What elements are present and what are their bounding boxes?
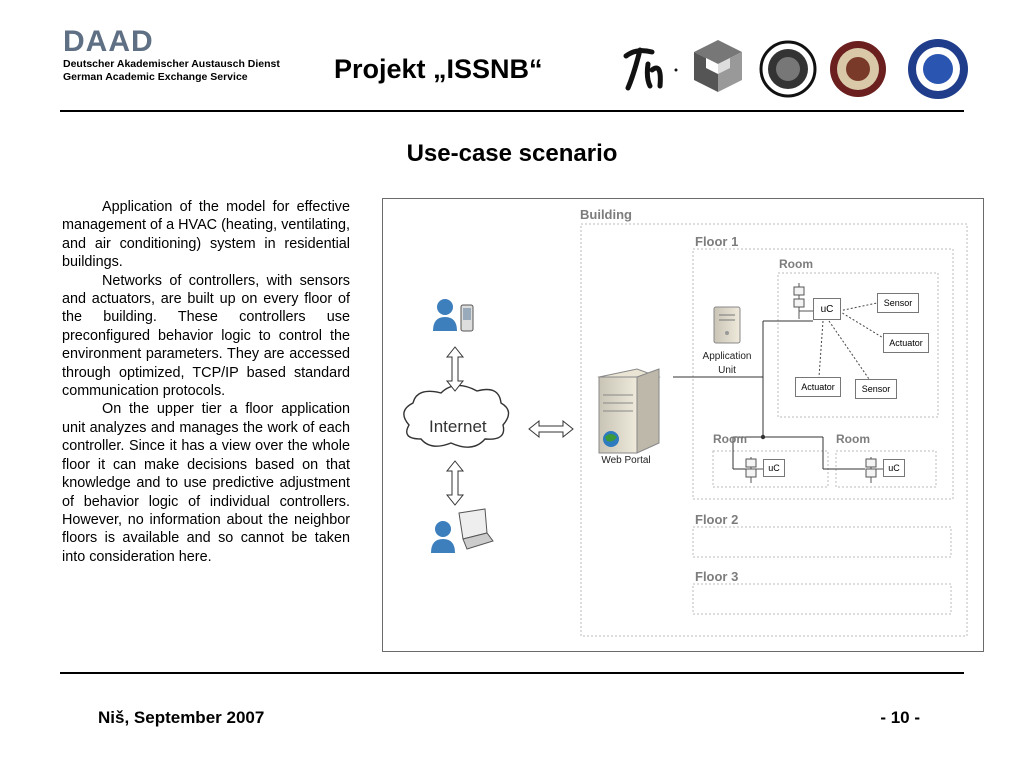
arrow-user-internet <box>445 346 465 392</box>
university-seal-1 <box>759 40 817 98</box>
sensor-symbol-left <box>745 457 763 483</box>
floor3-label: Floor 3 <box>695 569 739 584</box>
description-text: Application of the model for effective m… <box>62 198 350 566</box>
floor3-box <box>692 583 952 615</box>
sensor-symbol-right <box>865 457 883 483</box>
internet-label: Internet <box>429 417 487 436</box>
daad-logo: DAAD <box>63 25 154 58</box>
daad-name-en: German Academic Exchange Service <box>63 70 248 83</box>
floor2-box <box>692 526 952 558</box>
arrow-internet-portal <box>528 419 574 439</box>
user-pda-icon <box>433 299 474 332</box>
internet-cloud <box>403 384 510 448</box>
footer-location-date: Niš, September 2007 <box>98 708 265 727</box>
page-number: - 10 - <box>880 708 920 727</box>
diagram-lines <box>403 223 968 637</box>
actuator-box-bottom: Actuator <box>795 377 841 397</box>
floor1-box <box>692 248 954 500</box>
architecture-diagram: Building Floor 1 Room Room Room Floor 2 … <box>382 198 984 652</box>
building-label: Building <box>580 207 632 222</box>
tu-logo <box>623 47 678 91</box>
cube-logo <box>694 40 742 92</box>
daad-logo-block: DAAD Deutscher Akademischer Austausch Di… <box>63 26 280 83</box>
application-unit-label-line1: Application <box>702 351 752 362</box>
application-unit-icon <box>713 306 741 344</box>
web-portal-label: Web Portal <box>601 455 651 466</box>
uc-main-box: uC <box>813 298 841 320</box>
application-unit-label-line2: Unit <box>718 365 736 376</box>
paragraph-2: Networks of controllers, with sensors an… <box>62 272 350 400</box>
sensor-symbol-main <box>793 283 813 319</box>
user-laptop-icon <box>431 508 494 553</box>
room-main-label: Room <box>779 257 813 271</box>
partner-logos <box>623 39 968 99</box>
slide-title-text: Use-case scenario <box>406 140 618 167</box>
paragraph-1: Application of the model for effective m… <box>62 199 350 271</box>
university-seal-3 <box>908 39 968 99</box>
web-portal-icon <box>597 368 661 454</box>
room-left-label: Room <box>713 432 747 446</box>
paragraph-3: On the upper tier a floor application un… <box>62 401 350 565</box>
room-right-label: Room <box>836 432 870 446</box>
arrow-internet-laptop <box>445 460 465 506</box>
building-box <box>580 223 968 637</box>
daad-name-de: Deutscher Akademischer Austausch Dienst <box>63 58 280 70</box>
uc-left-box: uC <box>763 459 785 477</box>
slide-title: Use-case scenario <box>0 140 1024 168</box>
floor1-label: Floor 1 <box>695 234 739 249</box>
header-divider <box>60 110 964 112</box>
room-main-box <box>777 272 939 418</box>
footer-divider <box>60 672 964 674</box>
floor2-label: Floor 2 <box>695 512 739 527</box>
uc-right-box: uC <box>883 459 905 477</box>
project-title: Projekt „ISSNB“ <box>334 54 543 84</box>
sensor-box-top: Sensor <box>877 293 919 313</box>
university-seal-2 <box>830 41 886 97</box>
sensor-box-bottom: Sensor <box>855 379 897 399</box>
actuator-box-right: Actuator <box>883 333 929 353</box>
